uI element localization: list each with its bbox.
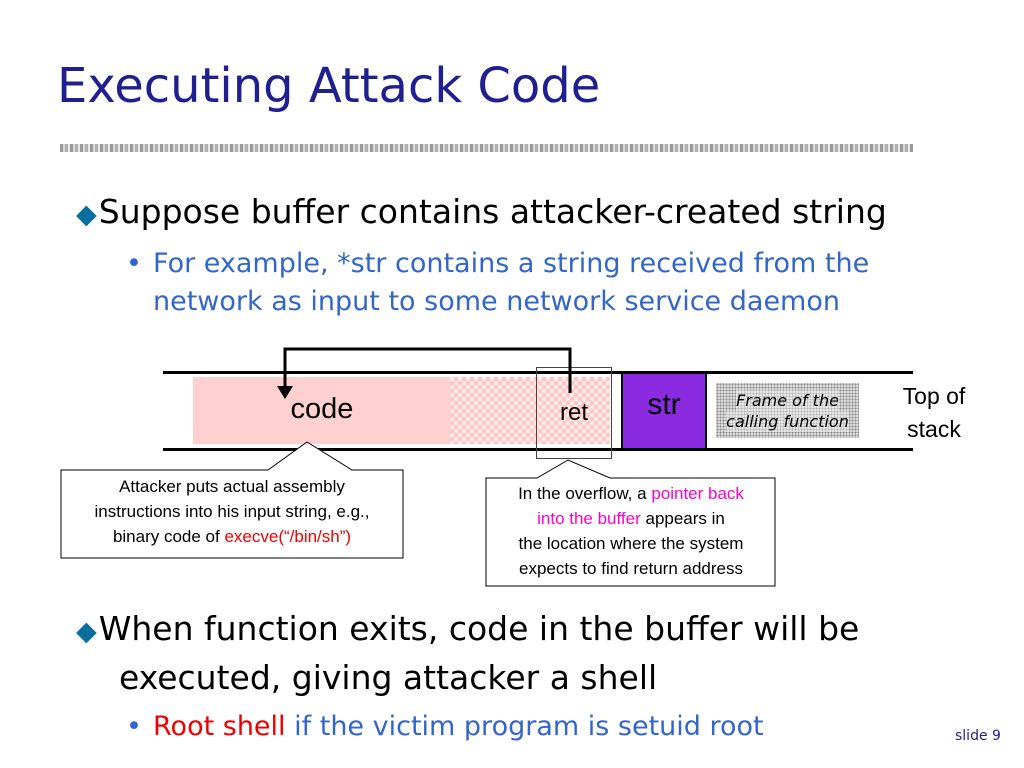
bullet-2-sub-1-text: if the victim program is setuid root: [285, 711, 764, 742]
callout-right-line-2-text: appears in: [640, 509, 725, 528]
callout-left: Attacker puts actual assembly instructio…: [62, 474, 402, 549]
bullet-2-line-2: executed, giving attacker a shell: [119, 658, 658, 697]
callout-right-line-3: the location where the system: [518, 534, 744, 553]
top-of-stack-line-1: Top of: [902, 383, 966, 409]
ret-label: ret: [559, 399, 588, 426]
calling-frame-box: Frame of the calling function: [716, 383, 859, 438]
stack-bottom-line: [163, 448, 913, 451]
slide-title: Executing Attack Code: [57, 58, 601, 114]
callout-right-line-2: into the buffer appears in: [487, 506, 775, 531]
callout-left-bubble: [60, 441, 404, 559]
bullet-1: ◆Suppose buffer contains attacker-create…: [76, 192, 887, 231]
return-arrow: [277, 347, 572, 399]
bullet-1-sub-1-line-1: For example, *str contains a string rece…: [153, 248, 870, 279]
code-label: code: [290, 393, 354, 425]
callout-left-line-3: binary code of execve(“/bin/sh”): [62, 524, 402, 549]
slide-number: slide 9: [955, 728, 1001, 744]
top-of-stack-label: Top of stack: [885, 380, 983, 446]
into-buffer-highlight: into the buffer: [537, 509, 641, 528]
bullet-1-sub-1: • For example, *str contains a string re…: [126, 245, 966, 321]
pointer-back-highlight: pointer back: [651, 484, 744, 503]
diamond-bullet-icon: ◆: [76, 616, 97, 647]
bullet-2-line-1-row: ◆When function exits, code in the buffer…: [76, 606, 859, 655]
callout-right-line-4: expects to find return address: [519, 559, 743, 578]
callout-left-line-1: Attacker puts actual assembly: [119, 477, 345, 496]
callout-right-line-1: In the overflow, a pointer back: [487, 481, 775, 506]
overflow-fill-region: [450, 377, 610, 444]
top-of-stack-line-2: stack: [907, 416, 961, 442]
title-divider: [60, 144, 913, 152]
frame-line-2: calling function: [726, 410, 849, 432]
stack-top-line: [163, 371, 913, 374]
diamond-bullet-icon: ◆: [76, 199, 97, 230]
code-region: [193, 377, 450, 444]
callout-right-bubble: [485, 459, 776, 587]
ret-slot: ret: [536, 367, 612, 459]
execve-highlight: execve(“/bin/sh”): [224, 527, 352, 546]
callout-right-line-1-text: In the overflow, a: [518, 484, 652, 503]
callout-right: In the overflow, a pointer back into the…: [487, 481, 775, 581]
bullet-2-sub-1: • Root shell if the victim program is se…: [126, 708, 886, 746]
callout-left-line-2: instructions into his input string, e.g.…: [94, 502, 370, 521]
bullet-2-line-1: When function exits, code in the buffer …: [98, 609, 860, 648]
dot-bullet-icon: •: [126, 711, 142, 742]
frame-line-1: Frame of the: [736, 389, 839, 411]
dot-bullet-icon: •: [126, 248, 142, 279]
str-slot: [621, 372, 707, 450]
bullet-1-text: Suppose buffer contains attacker-created…: [98, 192, 887, 231]
bullet-1-sub-1-line-2: network as input to some network service…: [153, 286, 840, 317]
root-shell-highlight: Root shell: [153, 711, 286, 742]
bullet-2: ◆When function exits, code in the buffer…: [76, 606, 859, 701]
callout-left-line-3-text: binary code of: [112, 527, 225, 546]
str-label: str: [647, 388, 681, 421]
